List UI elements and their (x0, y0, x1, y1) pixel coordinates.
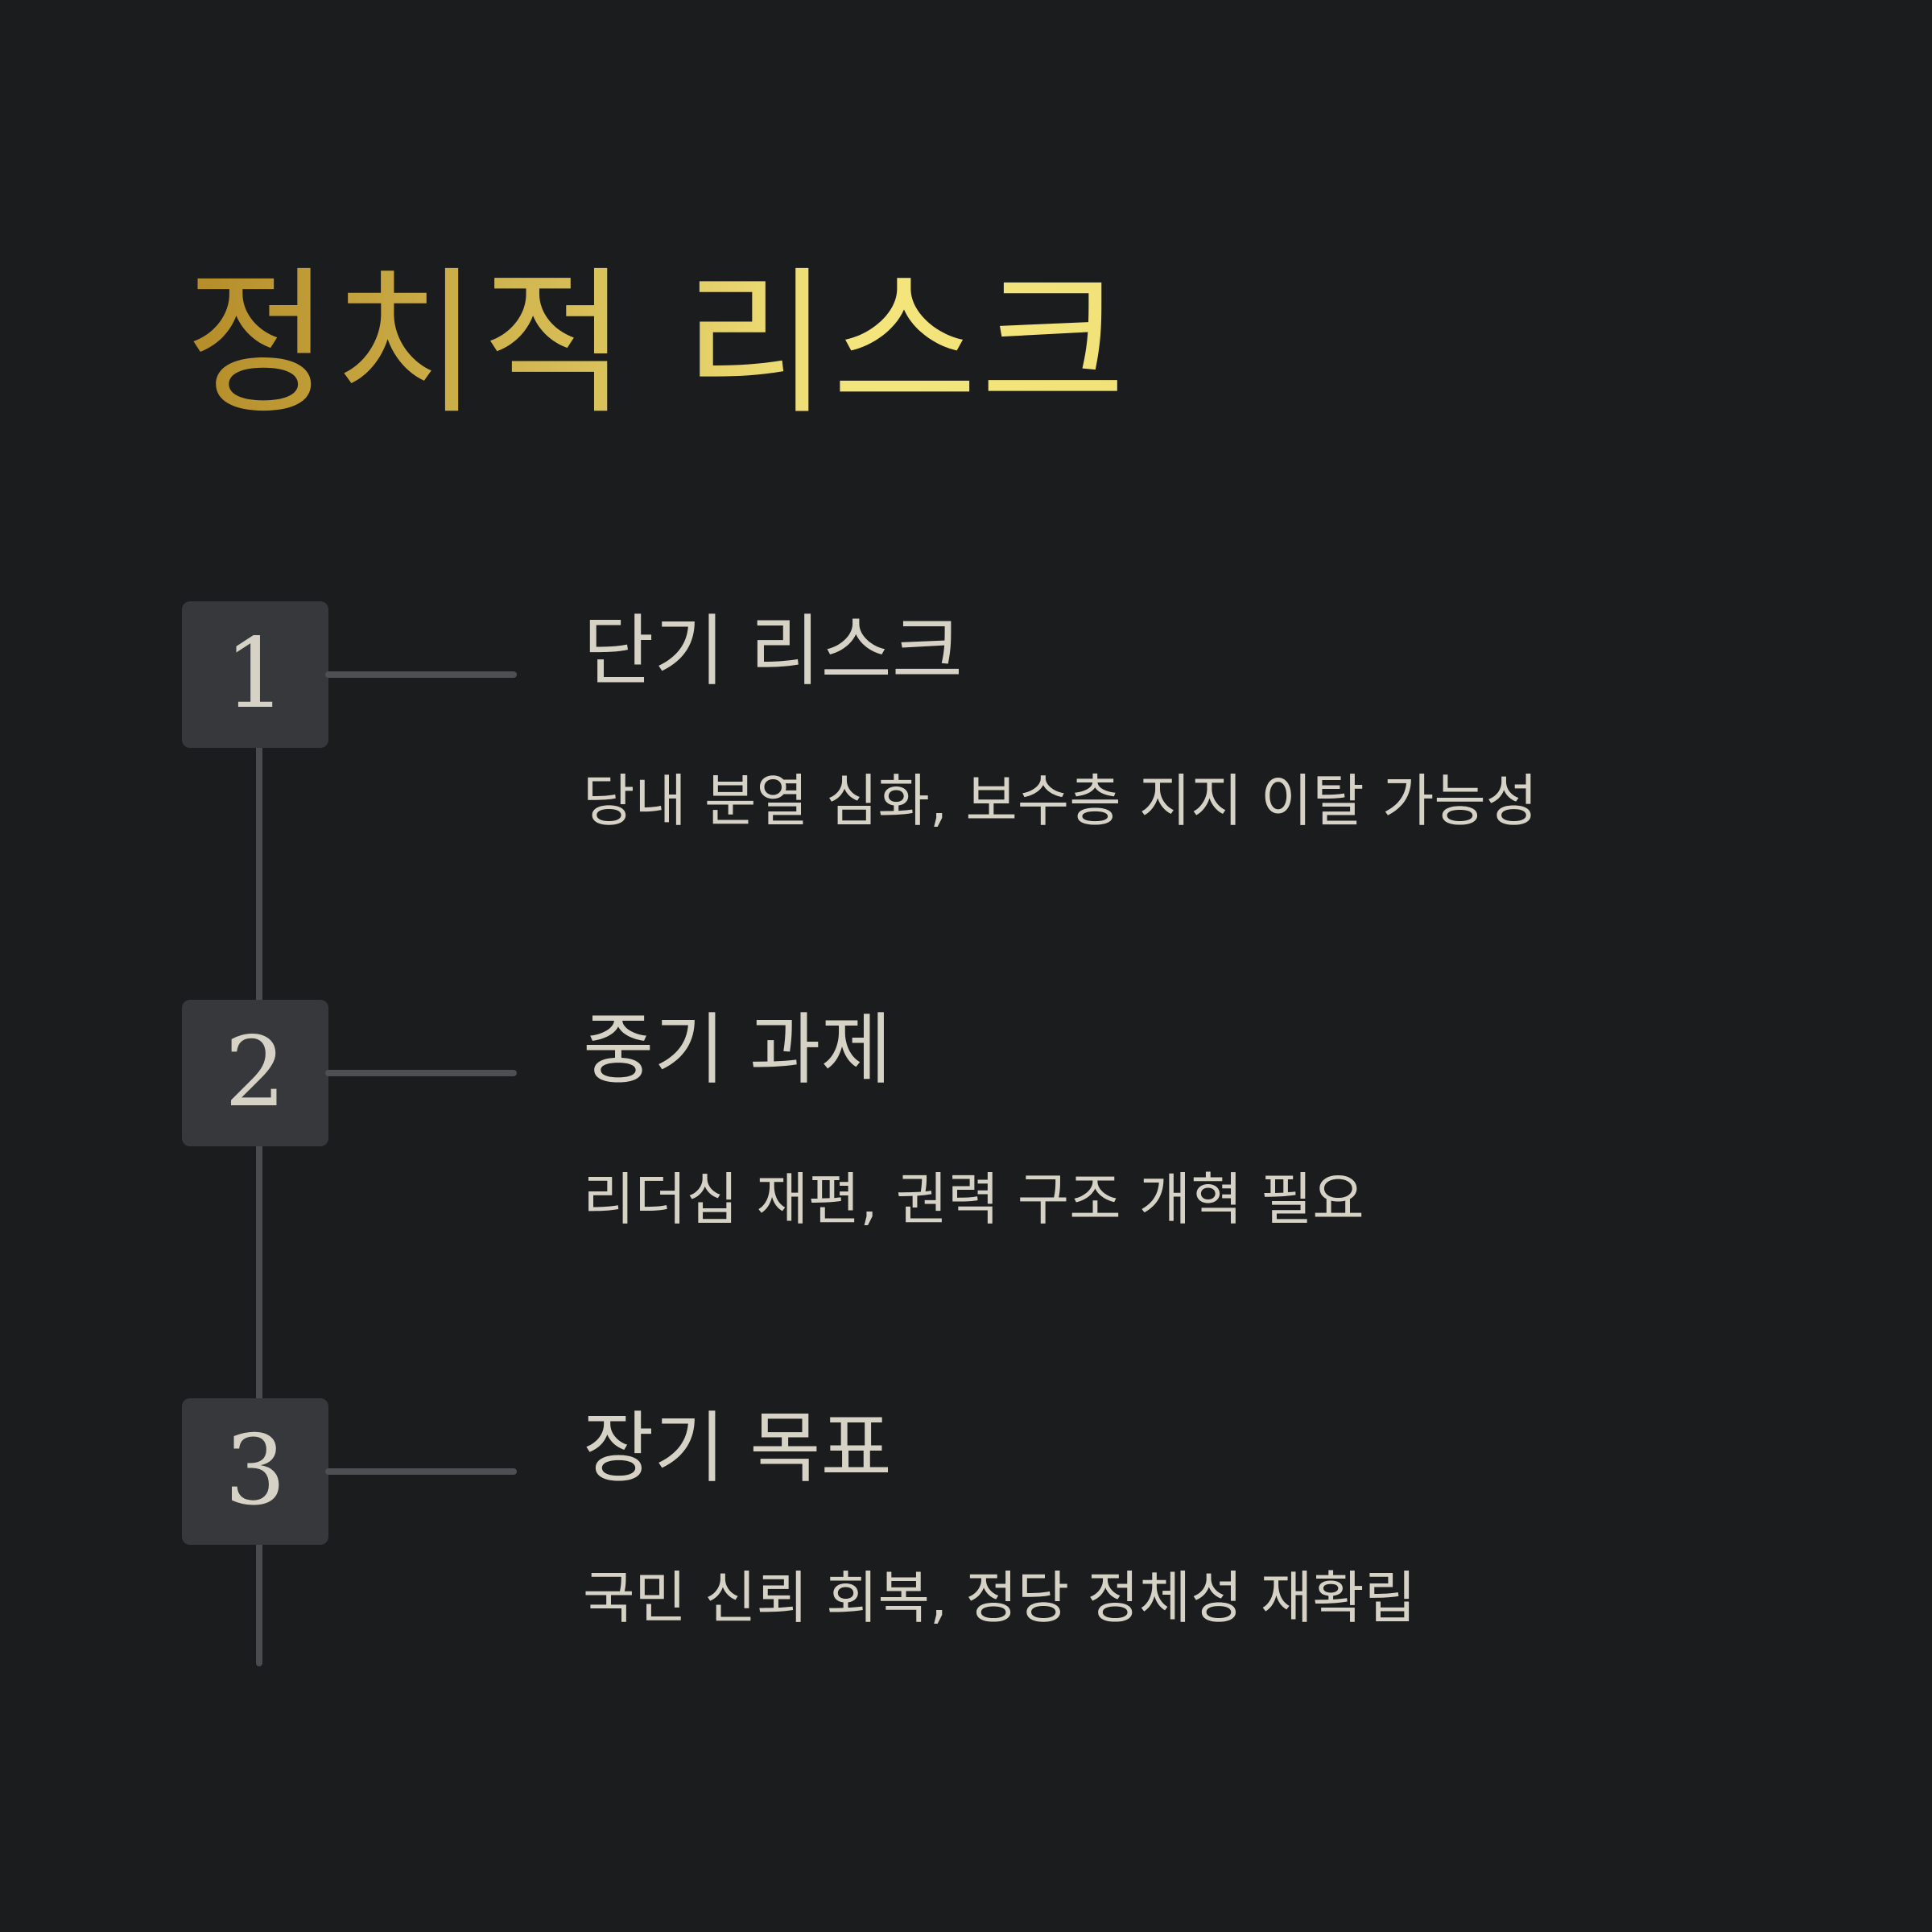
page-title: 정치적 리스크 (185, 253, 1129, 436)
step-connector-line (325, 1468, 517, 1475)
step-description: 국민 신뢰 회복, 정당 정체성 재확립 (583, 1565, 1417, 1631)
step-connector-line (325, 1070, 517, 1076)
step-number-box: 1 (182, 601, 328, 748)
step-title: 장기 목표 (583, 1403, 892, 1493)
timeline-spine (256, 668, 262, 1666)
step-number-box: 2 (182, 1000, 328, 1146)
step-description: 리더십 재편, 권력 구조 개혁 필요 (583, 1166, 1364, 1232)
timeline-step-2: 2 중기 과제 리더십 재편, 권력 구조 개혁 필요 (0, 1000, 1932, 1322)
step-description: 당내 분열 심화, 보수층 지지 이탈 가능성 (583, 768, 1538, 834)
step-number-box: 3 (182, 1398, 328, 1545)
step-title: 단기 리스크 (583, 606, 964, 696)
step-title: 중기 과제 (583, 1005, 892, 1095)
timeline-step-1: 1 단기 리스크 당내 분열 심화, 보수층 지지 이탈 가능성 (0, 601, 1932, 923)
timeline-step-3: 3 장기 목표 국민 신뢰 회복, 정당 정체성 재확립 (0, 1398, 1932, 1720)
step-connector-line (325, 671, 517, 678)
